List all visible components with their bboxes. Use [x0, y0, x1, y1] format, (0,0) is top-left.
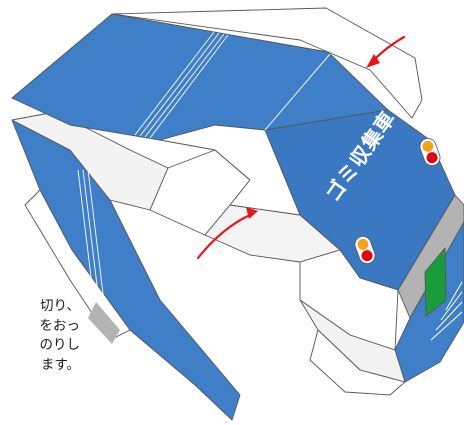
front-window — [424, 247, 447, 317]
assembly-instructions: 切り、 をおっ のりし ます。 — [0, 297, 81, 375]
glue-tab — [88, 302, 120, 344]
tail-light-bottom — [354, 235, 376, 265]
back-tab-outline — [111, 7, 423, 119]
curved-arrow-icon — [196, 207, 258, 260]
tail-light-top — [419, 137, 441, 167]
instruction-line-2: をおっ — [39, 317, 81, 334]
instruction-line-4: ます。 — [40, 356, 80, 373]
bottom-tab — [309, 329, 406, 396]
instruction-line-3: のりし — [39, 337, 81, 353]
instruction-line-1: 切り、 — [40, 298, 80, 314]
inner-fold-panel-5 — [159, 124, 301, 216]
curved-arrow-icon — [366, 35, 406, 68]
